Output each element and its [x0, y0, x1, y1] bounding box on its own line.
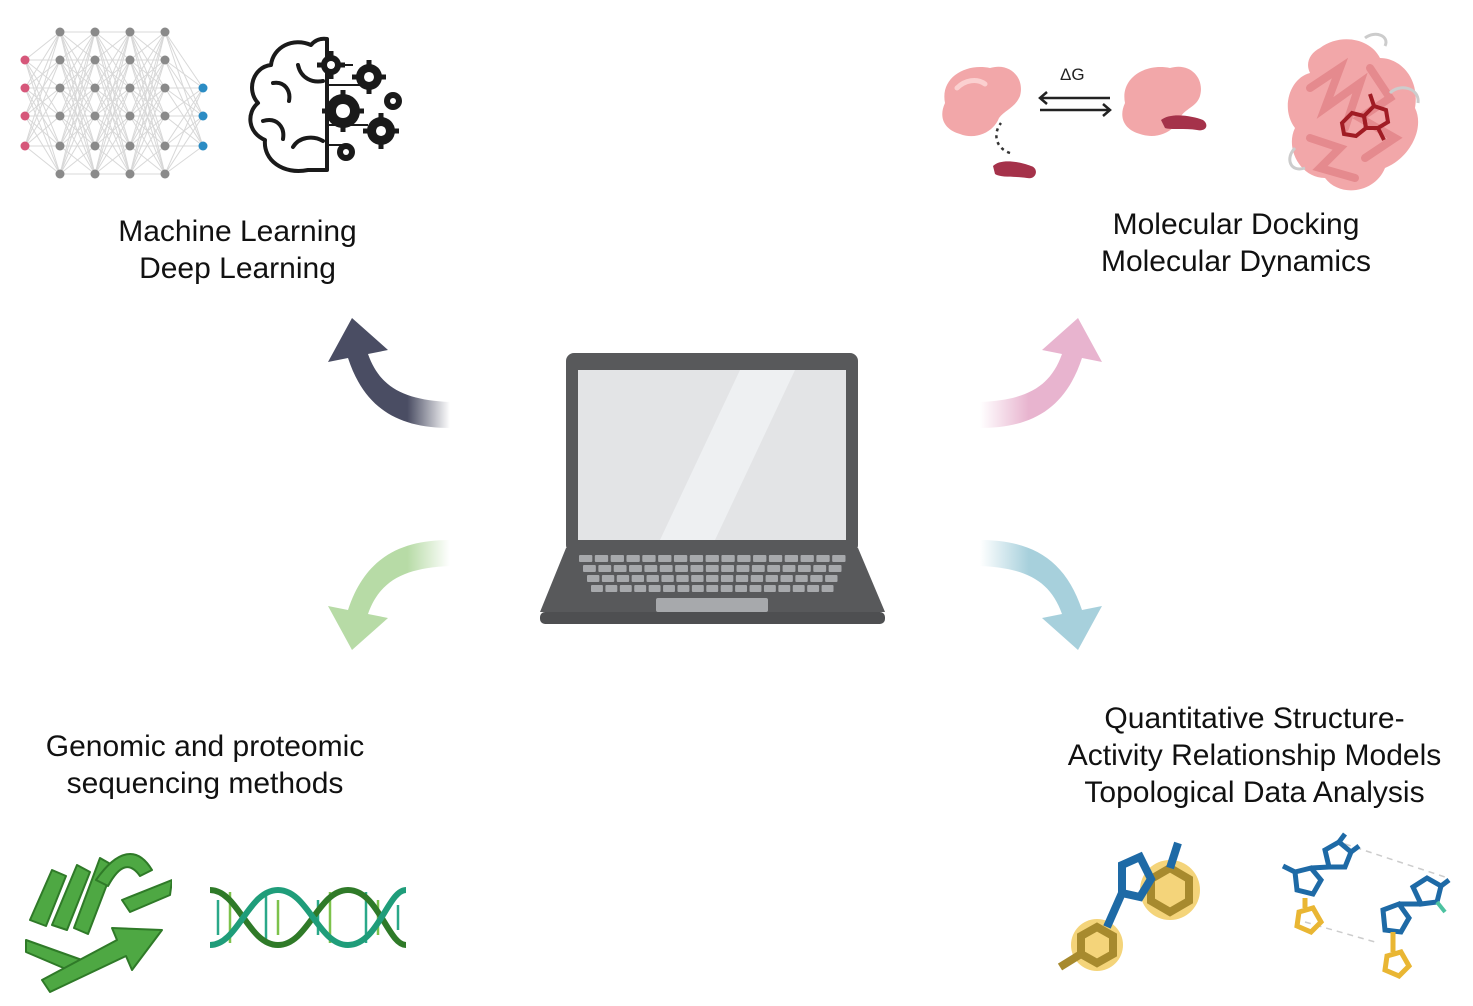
- qsar-label-line-1: Quantitative Structure-: [1104, 702, 1405, 735]
- nn-node: [90, 83, 100, 93]
- nn-node: [55, 111, 65, 121]
- nn-node: [20, 55, 30, 65]
- nn-node: [160, 55, 170, 65]
- arrow-down-right: [980, 540, 1102, 650]
- arrow-up-left: [328, 318, 450, 428]
- qsar-label: Quantitative Structure- Activity Relatio…: [1042, 700, 1467, 811]
- ml-label: Machine Learning Deep Learning: [70, 213, 405, 287]
- nn-node: [198, 83, 208, 93]
- nn-node: [160, 141, 170, 151]
- nn-node: [125, 111, 135, 121]
- nn-node: [125, 169, 135, 179]
- nn-node: [20, 141, 30, 151]
- nn-node: [160, 111, 170, 121]
- sequencing-label: Genomic and proteomic sequencing methods: [20, 728, 390, 802]
- nn-node: [160, 83, 170, 93]
- sequencing-label-line-2: sequencing methods: [66, 767, 344, 800]
- ml-label-line-1: Machine Learning: [118, 215, 357, 248]
- nn-node: [125, 141, 135, 151]
- molecule-network-icon: [1275, 832, 1455, 992]
- nn-node: [90, 169, 100, 179]
- nn-node: [55, 141, 65, 151]
- dna-helix-icon: [208, 880, 408, 955]
- nn-node: [20, 83, 30, 93]
- nn-node: [55, 55, 65, 65]
- nn-node: [125, 55, 135, 65]
- nn-node: [90, 55, 100, 65]
- nn-node: [198, 141, 208, 151]
- molecule-structure-icon: [1052, 835, 1212, 980]
- nn-node: [90, 111, 100, 121]
- nn-node: [160, 169, 170, 179]
- delta-g-label: ΔG: [1060, 65, 1085, 84]
- nn-node: [90, 27, 100, 37]
- nn-node: [160, 27, 170, 37]
- nn-node: [125, 83, 135, 93]
- docking-label-line-1: Molecular Docking: [1112, 208, 1360, 241]
- nn-node: [90, 141, 100, 151]
- qsar-label-line-2: Activity Relationship Models: [1067, 739, 1442, 772]
- docking-label-line-2: Molecular Dynamics: [1100, 245, 1372, 278]
- protein-binding-icon: ΔG: [935, 58, 1215, 188]
- brain-gears-icon: [243, 35, 408, 180]
- protein-ligand-structure-icon: [1280, 28, 1430, 203]
- protein-ribbon-icon: [22, 840, 172, 1000]
- ml-label-line-2: Deep Learning: [139, 252, 336, 285]
- nn-node: [198, 111, 208, 121]
- sequencing-label-line-1: Genomic and proteomic: [45, 730, 365, 763]
- neural-network-icon: [15, 22, 215, 182]
- nn-node: [55, 169, 65, 179]
- arrow-down-left: [328, 540, 450, 650]
- docking-label: Molecular Docking Molecular Dynamics: [1060, 206, 1412, 280]
- laptop-icon: [540, 350, 885, 630]
- nn-node: [55, 27, 65, 37]
- nn-node: [125, 27, 135, 37]
- nn-node: [20, 111, 30, 121]
- nn-node: [55, 83, 65, 93]
- arrow-up-right: [980, 318, 1102, 428]
- qsar-label-line-3: Topological Data Analysis: [1084, 776, 1425, 809]
